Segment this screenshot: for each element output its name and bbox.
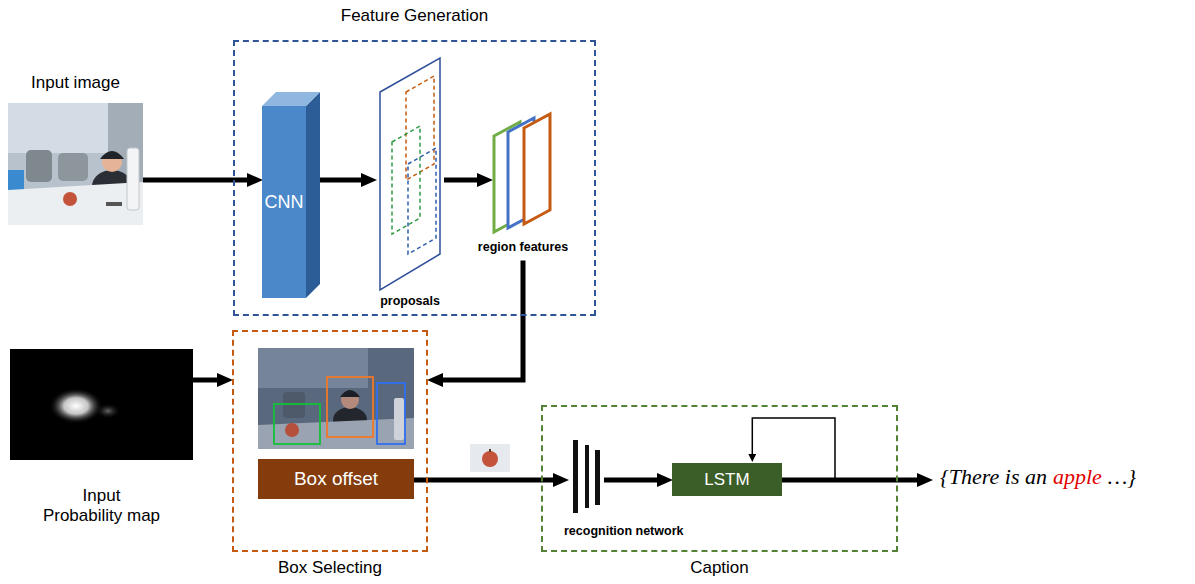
proposal-plane	[380, 58, 440, 290]
photo-person-cap	[100, 151, 124, 159]
proposal-box	[392, 126, 420, 234]
selection-window	[258, 348, 368, 388]
block-label: CNN	[265, 192, 304, 213]
probability-map: Input Probability map	[10, 349, 193, 460]
region-features-stack-outline	[492, 112, 554, 236]
selection-bottle	[394, 398, 404, 440]
selection-background	[258, 348, 414, 449]
crop-apple-stem	[489, 449, 491, 452]
flow-arrow	[444, 178, 477, 183]
feature-map-frame	[524, 114, 550, 224]
flow-arrow	[443, 260, 523, 380]
selection-person-face	[341, 391, 359, 409]
input-image: Input image	[8, 103, 143, 225]
crop-background	[470, 444, 510, 472]
selected-box-orange	[327, 377, 373, 437]
cnn-top-face	[262, 92, 320, 106]
photo-apple	[63, 192, 77, 206]
image-caption: Input image	[0, 73, 163, 93]
probability-blob	[49, 388, 103, 424]
sentence-part: …}	[1108, 464, 1136, 489]
selection-person-cap	[340, 390, 360, 397]
network-layer-bar	[573, 440, 578, 513]
box-offset-box: Box offset	[258, 459, 414, 499]
group-heading: Feature Generation	[233, 6, 596, 26]
region-features-stack: region features	[492, 112, 554, 236]
box-selecting-group: Box SelectingBox offset	[232, 330, 428, 552]
cnn-side-face	[306, 92, 320, 298]
group-heading: Box Selecting	[212, 558, 448, 578]
photo-chair	[26, 150, 52, 182]
image-caption: Input Probability map	[42, 486, 162, 525]
network-layer-bar	[595, 450, 600, 505]
selected-box-green	[274, 404, 320, 444]
box-label: Box offset	[294, 468, 378, 490]
sentence-part: {There is an	[940, 464, 1047, 489]
proposals-plane: proposals	[376, 56, 444, 292]
photo-blue-object	[8, 170, 24, 190]
photo-chair	[58, 153, 88, 181]
stack-label: region features	[452, 240, 594, 254]
recognition-network-bars-outline	[568, 436, 604, 514]
photo-table	[8, 182, 143, 225]
cnn-block: CNN	[262, 92, 320, 298]
probability-map-image	[10, 349, 193, 460]
crop-apple	[482, 451, 498, 467]
flow-arrow	[604, 478, 657, 483]
input-photo	[8, 103, 143, 225]
plane-label: proposals	[350, 294, 470, 308]
recognition-network-bars: recognition network	[568, 436, 604, 514]
proposals-plane-outline	[376, 56, 444, 292]
apple-crop	[470, 444, 510, 472]
selected-box-blue	[377, 383, 405, 444]
photo-bottle	[127, 148, 139, 210]
photo-window	[8, 103, 108, 153]
group-heading: Caption	[541, 558, 898, 578]
box-label: LSTM	[704, 470, 749, 490]
sentence-part: apple	[1053, 464, 1102, 489]
caption-group: Captionrecognition networkLSTM	[541, 405, 898, 552]
lstm-box: LSTM	[672, 463, 782, 496]
selection-chair	[283, 392, 305, 418]
network-layer-bar	[585, 445, 589, 508]
probability-background	[10, 349, 193, 460]
bars-label: recognition network	[564, 524, 683, 538]
feature-generation-group: Feature GenerationCNNproposalsregion fea…	[233, 40, 596, 316]
flow-arrow	[414, 478, 553, 483]
flow-arrow	[143, 178, 247, 183]
photo-background	[8, 103, 143, 225]
selection-photo	[258, 348, 414, 449]
selection-apple	[285, 423, 299, 437]
output-sentence: {There is anapple…}	[932, 464, 1138, 494]
flow-arrow	[320, 178, 361, 183]
proposal-box	[408, 148, 436, 254]
cnn-front-face	[262, 106, 306, 298]
photo-glasses	[106, 202, 122, 206]
flow-arrow	[193, 378, 217, 383]
